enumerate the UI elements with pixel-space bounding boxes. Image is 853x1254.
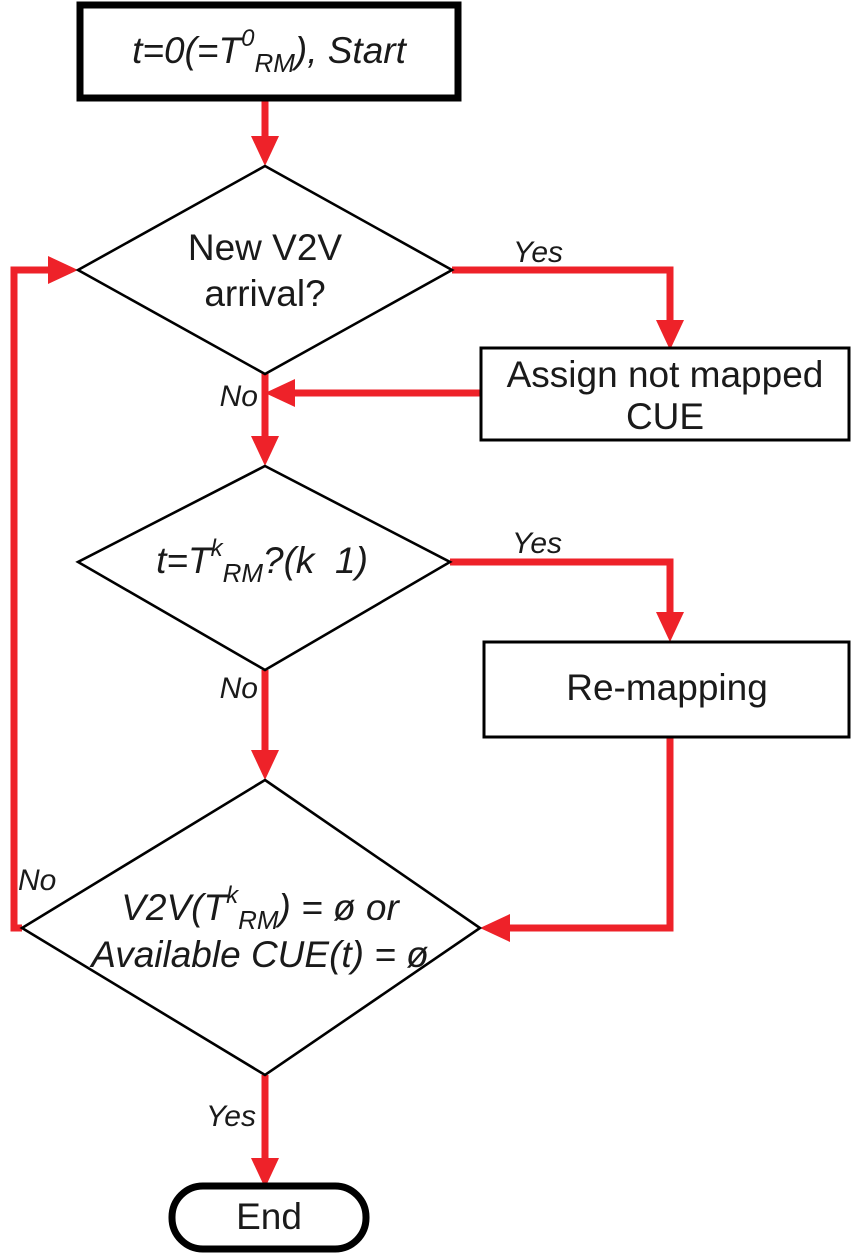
edge-remaptime-yes-to-remapping: [450, 558, 684, 642]
arrival-label-line1: New V2V: [188, 227, 343, 268]
node-start[interactable]: t=0(=T0RM), Start: [76, 1, 462, 102]
start-label: t=0(=T0RM), Start: [132, 25, 408, 78]
edge-arrival-yes-to-assign: [452, 266, 684, 350]
remap-time-diamond-shape: [75, 464, 453, 672]
assign-label-line1: Assign not mapped: [507, 354, 824, 395]
edge-label-arrival-yes: Yes: [513, 236, 563, 269]
node-decision-remap-time[interactable]: t=TkRM?(k 1): [75, 464, 453, 672]
edge-label-empty-no: No: [18, 864, 56, 897]
edge-label-remaptime-no: No: [220, 672, 258, 705]
edge-label-empty-yes: Yes: [206, 1100, 256, 1133]
empty-label-line2: Available CUE(t) = ø: [89, 934, 429, 975]
edge-remapping-to-empty: [480, 737, 674, 942]
edge-remaptime-no-to-empty: [251, 670, 279, 780]
arrowhead-left-icon: [480, 914, 510, 942]
node-process-assign[interactable]: Assign not mapped CUE: [479, 346, 851, 442]
arrowhead-right-icon: [48, 256, 78, 284]
arrival-diamond-shape: [75, 164, 455, 376]
edge-label-remaptime-yes: Yes: [512, 527, 562, 560]
node-decision-arrival[interactable]: New V2V arrival?: [75, 164, 455, 376]
start-box-shape: [76, 1, 462, 102]
edge-assign-to-trunk: [265, 379, 480, 407]
assign-box-shape: [479, 346, 851, 442]
end-label: End: [236, 1196, 302, 1237]
empty-diamond-shape: [19, 778, 483, 1077]
arrowhead-down-icon: [251, 436, 279, 466]
node-end[interactable]: End: [168, 1182, 370, 1253]
edge-start-to-arrival: [251, 100, 279, 166]
remapping-box-shape: [482, 640, 851, 739]
arrowhead-down-icon: [656, 612, 684, 642]
assign-label-line2: CUE: [626, 396, 704, 437]
arrowhead-down-icon: [251, 136, 279, 166]
remap-time-label: t=TkRM?(k 1): [156, 535, 368, 588]
end-shape: [168, 1182, 370, 1253]
arrowhead-down-icon: [251, 1158, 279, 1188]
edge-label-arrival-no: No: [220, 380, 258, 413]
edge-empty-yes-to-end: [251, 1075, 279, 1188]
arrowhead-left-icon: [265, 379, 295, 407]
arrowhead-down-icon: [656, 320, 684, 350]
arrival-label-line2: arrival?: [204, 273, 325, 314]
arrowhead-down-icon: [251, 750, 279, 780]
node-process-remapping[interactable]: Re-mapping: [482, 640, 851, 739]
empty-label-line1: V2V(TkRM) = ø or: [121, 882, 400, 935]
remapping-label: Re-mapping: [566, 667, 768, 708]
edge-empty-no-feedback: [10, 256, 78, 932]
node-decision-empty[interactable]: V2V(TkRM) = ø or Available CUE(t) = ø: [19, 778, 483, 1077]
